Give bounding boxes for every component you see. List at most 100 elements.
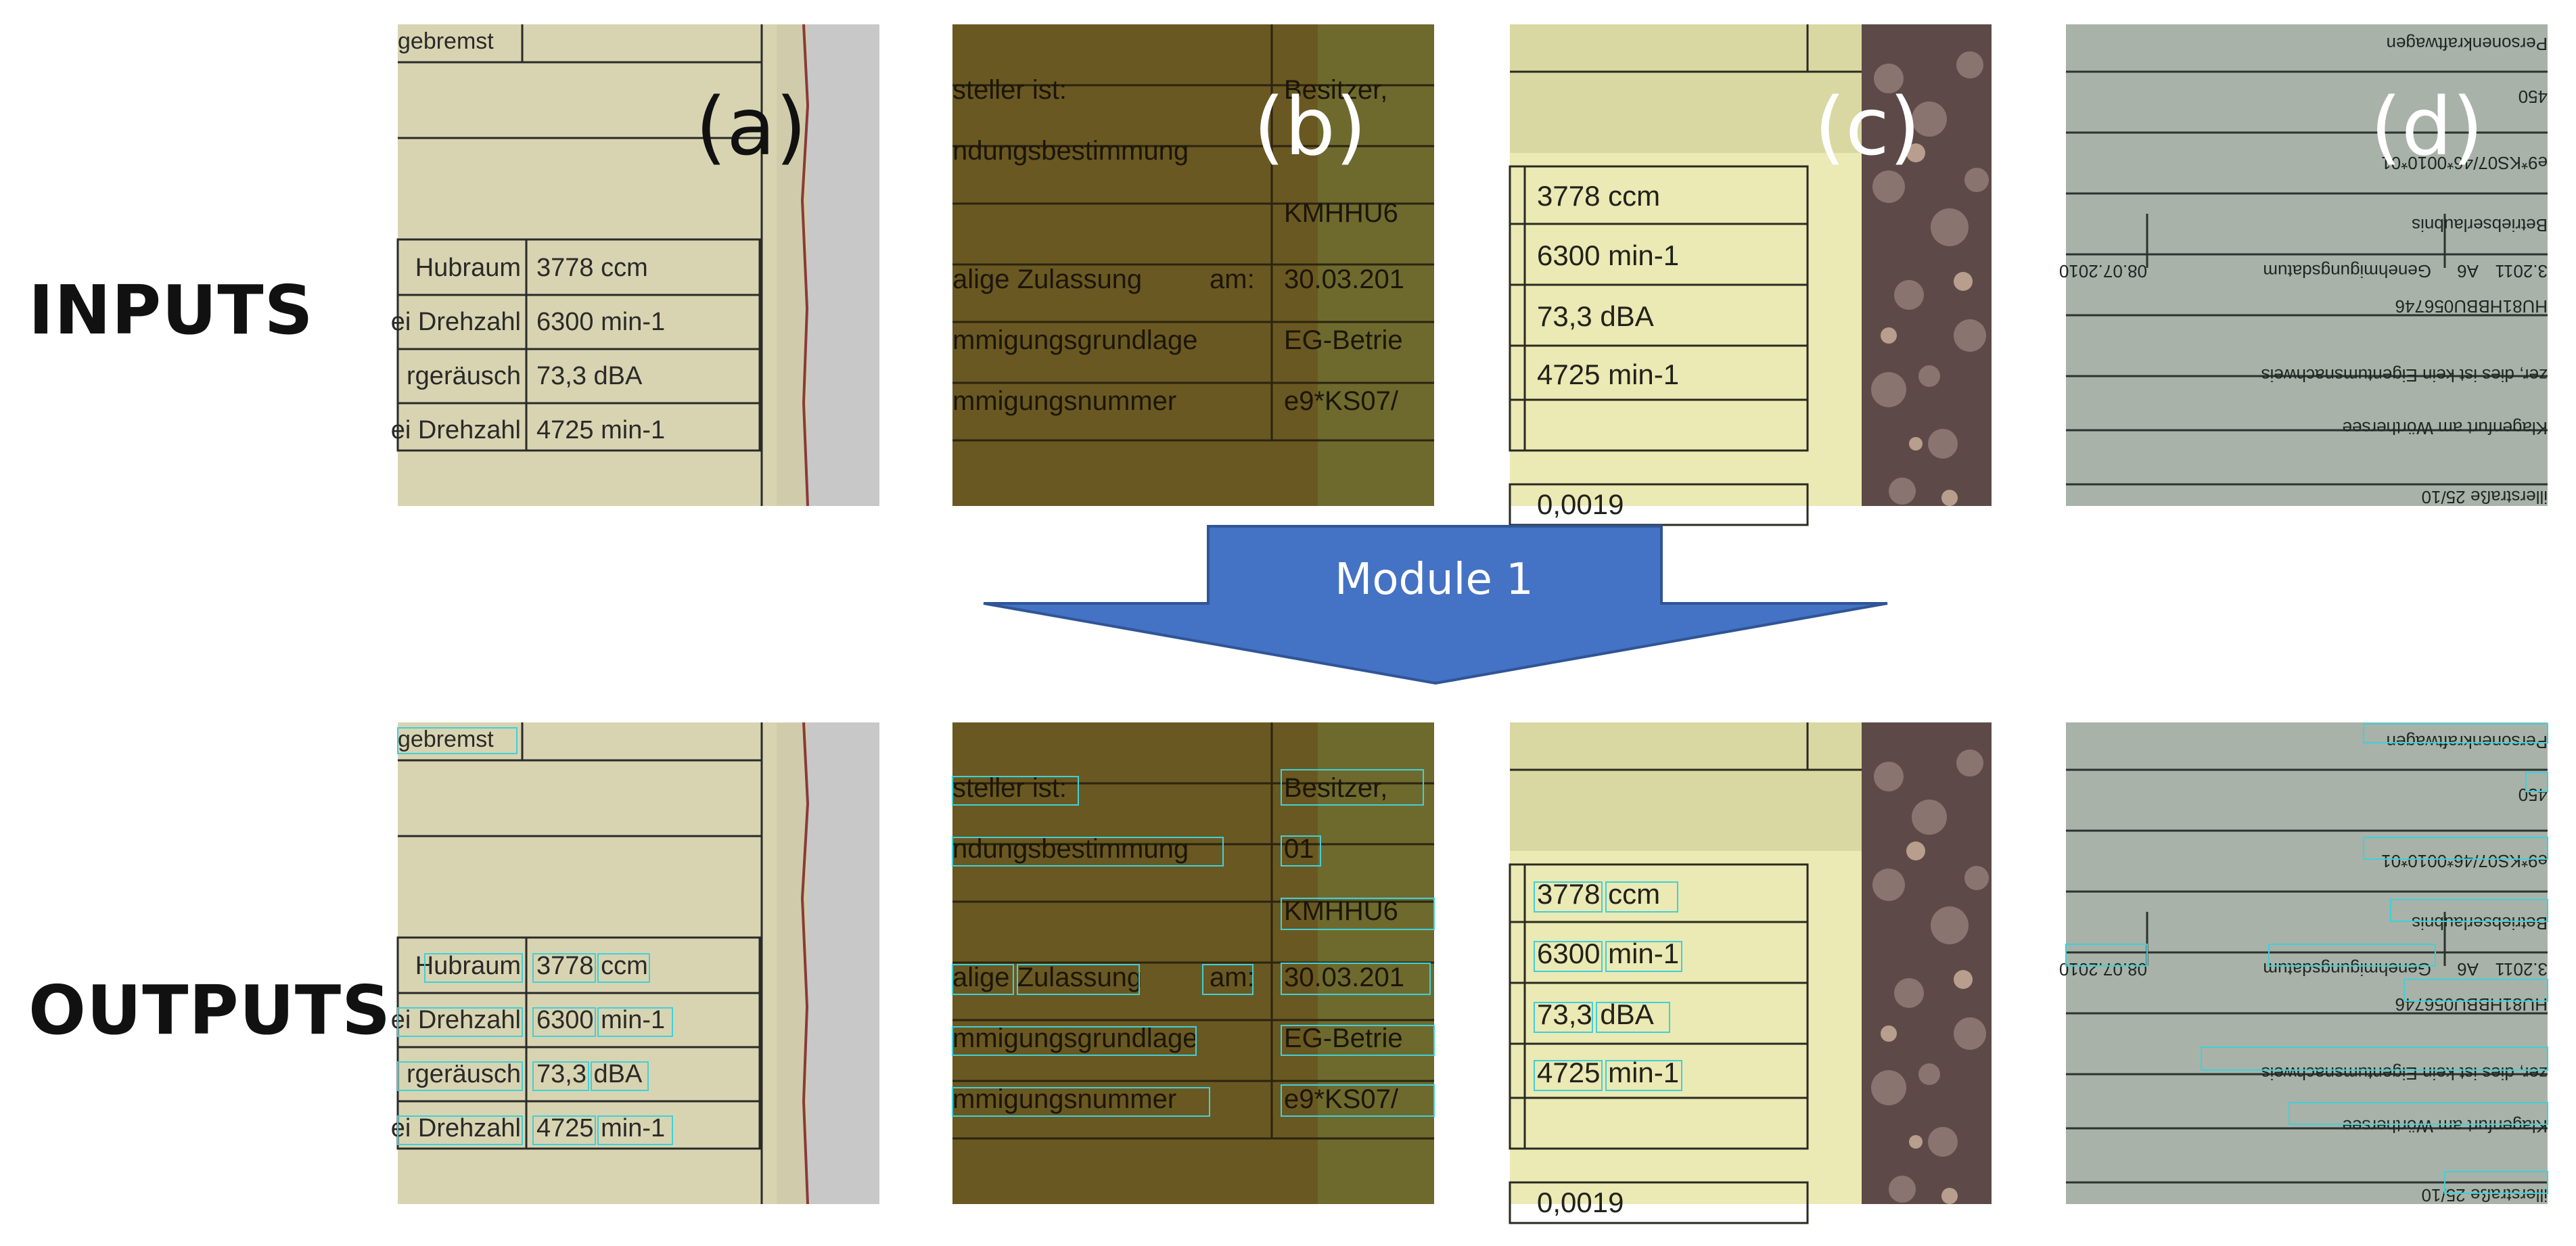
a-row-value: 4725 min-1 [536,1114,665,1143]
input-panel-a: gebremst Hubraum 3778 ccm ei Drehzahl 63… [391,24,879,507]
d-line: A6 [2457,959,2479,979]
panel-letter-d: (d) [2370,80,2483,173]
a-row-value: 6300 min-1 [536,308,665,336]
a-row-label: Hubraum [415,254,521,282]
c-row-value: 73,3 dBA [1537,998,1654,1030]
d-line: Personenkraftwagen [2387,34,2548,54]
input-panel-d: Personenkraftwagen 450 e9*KS07/46*0010*0… [2059,24,2548,507]
a-row-label: Hubraum [415,952,521,980]
d-line: e9*KS07/46*0010*01 [2381,153,2548,173]
a-row-value: 4725 min-1 [536,416,665,444]
b-row-value: Besitzer, [1284,773,1387,803]
b-row-label: alige Zulassung [952,264,1142,294]
b-row-value: KMHHU6 [1284,198,1398,228]
document-photo-b-detected: steller ist: Besitzer, ndungsbestimmung … [952,722,1435,1204]
a-row-label: rgeräusch [407,362,521,390]
d-line: Genehmigungsdatum [2263,261,2431,281]
b-row-label: ndungsbestimmung [952,834,1189,864]
b-row-value: KMHHU6 [1284,896,1398,926]
input-panel-b: steller ist: Besitzer, ndungsbestimmung … [952,24,1434,506]
b-row-label: mmigungsnummer [952,386,1176,416]
d-line: illerstraße 25/10 [2422,487,2548,507]
output-panel-c: 3778 ccm 6300 min-1 73,3 dBA 4725 min-1 … [1509,722,1992,1224]
document-photo-a: gebremst Hubraum 3778 ccm ei Drehzahl 63… [391,24,879,507]
d-line: HU81HBBU056746 [2395,994,2548,1015]
d-line: zer, dies ist kein Eigentumsnachweis [2261,365,2548,386]
detection-boxes [1534,881,1682,1091]
b-row-value: Besitzer, [1284,75,1387,105]
output-panel-a: gebremst Hubraum 3778 ccm ei Drehzahl 63… [391,722,879,1205]
output-panel-b: steller ist: Besitzer, ndungsbestimmung … [952,722,1435,1204]
b-row-label: steller ist: [952,75,1067,105]
outputs-label: OUTPUTS [28,971,392,1050]
document-photo-b: steller ist: Besitzer, ndungsbestimmung … [952,24,1434,506]
document-photo-d-detected: Personenkraftwagen 450 e9*KS07/46*0010*0… [2059,722,2548,1205]
b-row-label: alige Zulassung [952,963,1142,992]
a-row-label: ei Drehzahl [391,416,521,444]
c-row-value: 6300 min-1 [1537,239,1679,271]
module-label: Module 1 [1335,555,1534,605]
b-row-value: 30.03.201 [1284,264,1404,294]
a-top-text: gebremst [398,28,494,54]
d-line: 450 [2518,87,2548,107]
b-row-value: 30.03.201 [1284,963,1404,992]
d-line: Genehmigungsdatum [2263,959,2431,979]
b-row-value: e9*KS07/ [1284,386,1399,416]
d-line: illerstraße 25/10 [2422,1185,2548,1205]
a-row-value: 73,3 dBA [536,1060,643,1088]
b-row-label: mmigungsgrundlage [952,1023,1197,1053]
document-photo-d: Personenkraftwagen 450 e9*KS07/46*0010*0… [2059,24,2548,507]
a-row-value: 3778 ccm [536,254,648,282]
a-row-value: 3778 ccm [536,952,648,980]
b-row-label: ndungsbestimmung [952,136,1189,166]
c-row-value: 73,3 dBA [1537,300,1654,332]
detection-boxes [2065,723,2548,1194]
b-row-value: EG-Betrie [1284,325,1403,355]
d-line: Betriebserlaubnis [2412,215,2548,235]
c-row-value: 3778 ccm [1537,180,1660,212]
b-row-mid: am: [1210,264,1255,294]
detection-boxes [952,769,1435,1117]
d-line: 3.2011 [2495,261,2548,281]
d-line: HU81HBBU056746 [2395,296,2548,317]
a-row-value: 6300 min-1 [536,1006,665,1034]
input-panel-c: 3778 ccm 6300 min-1 73,3 dBA 4725 min-1 … [1509,24,1992,526]
d-line: Klagenfurt am Wörthersee [2343,1116,2548,1136]
c-bottom-text: 0,0019 [1537,488,1624,520]
a-row-label: rgeräusch [407,1060,521,1088]
panel-letter-b: (b) [1254,80,1366,173]
d-line: Betriebserlaubnis [2412,913,2548,933]
document-photo-a-detected: gebremst Hubraum 3778 ccm ei Drehzahl 63… [391,722,879,1205]
d-line: 3.2011 [2495,959,2548,979]
c-row-value: 4725 min-1 [1537,359,1679,390]
a-row-label: ei Drehzahl [391,1114,521,1143]
panel-letter-c: (c) [1814,80,1920,173]
c-row-value: 3778 ccm [1537,878,1660,910]
a-row-label: ei Drehzahl [391,1006,521,1034]
b-row-label: mmigungsnummer [952,1084,1176,1114]
carpet-texture [1871,51,1989,505]
c-bottom-text: 0,0019 [1537,1186,1624,1218]
b-row-label: mmigungsgrundlage [952,325,1197,355]
detection-boxes [397,727,673,1145]
document-photo-c: 3778 ccm 6300 min-1 73,3 dBA 4725 min-1 … [1509,24,1992,526]
a-row-label: ei Drehzahl [391,308,521,336]
b-row-label: steller ist: [952,773,1067,803]
d-line: 08.07.2010 [2059,261,2147,281]
d-line: e9*KS07/46*0010*01 [2381,851,2548,871]
a-top-text: gebremst [398,726,494,752]
output-panel-d: Personenkraftwagen 450 e9*KS07/46*0010*0… [2059,722,2548,1205]
b-row-mid: am: [1210,963,1255,992]
d-line: Klagenfurt am Wörthersee [2343,418,2548,438]
d-line: A6 [2457,261,2479,281]
c-row-value: 4725 min-1 [1537,1057,1679,1088]
b-row-value: 01 [1284,834,1314,864]
d-line: 08.07.2010 [2059,959,2147,979]
inputs-label: INPUTS [28,271,314,350]
panel-letter-a: (a) [695,80,807,173]
document-photo-c-detected: 3778 ccm 6300 min-1 73,3 dBA 4725 min-1 … [1509,722,1992,1224]
c-row-value: 6300 min-1 [1537,938,1679,969]
d-line: zer, dies ist kein Eigentumsnachweis [2261,1063,2548,1084]
b-row-value: e9*KS07/ [1284,1084,1399,1114]
d-line: 450 [2518,785,2548,805]
